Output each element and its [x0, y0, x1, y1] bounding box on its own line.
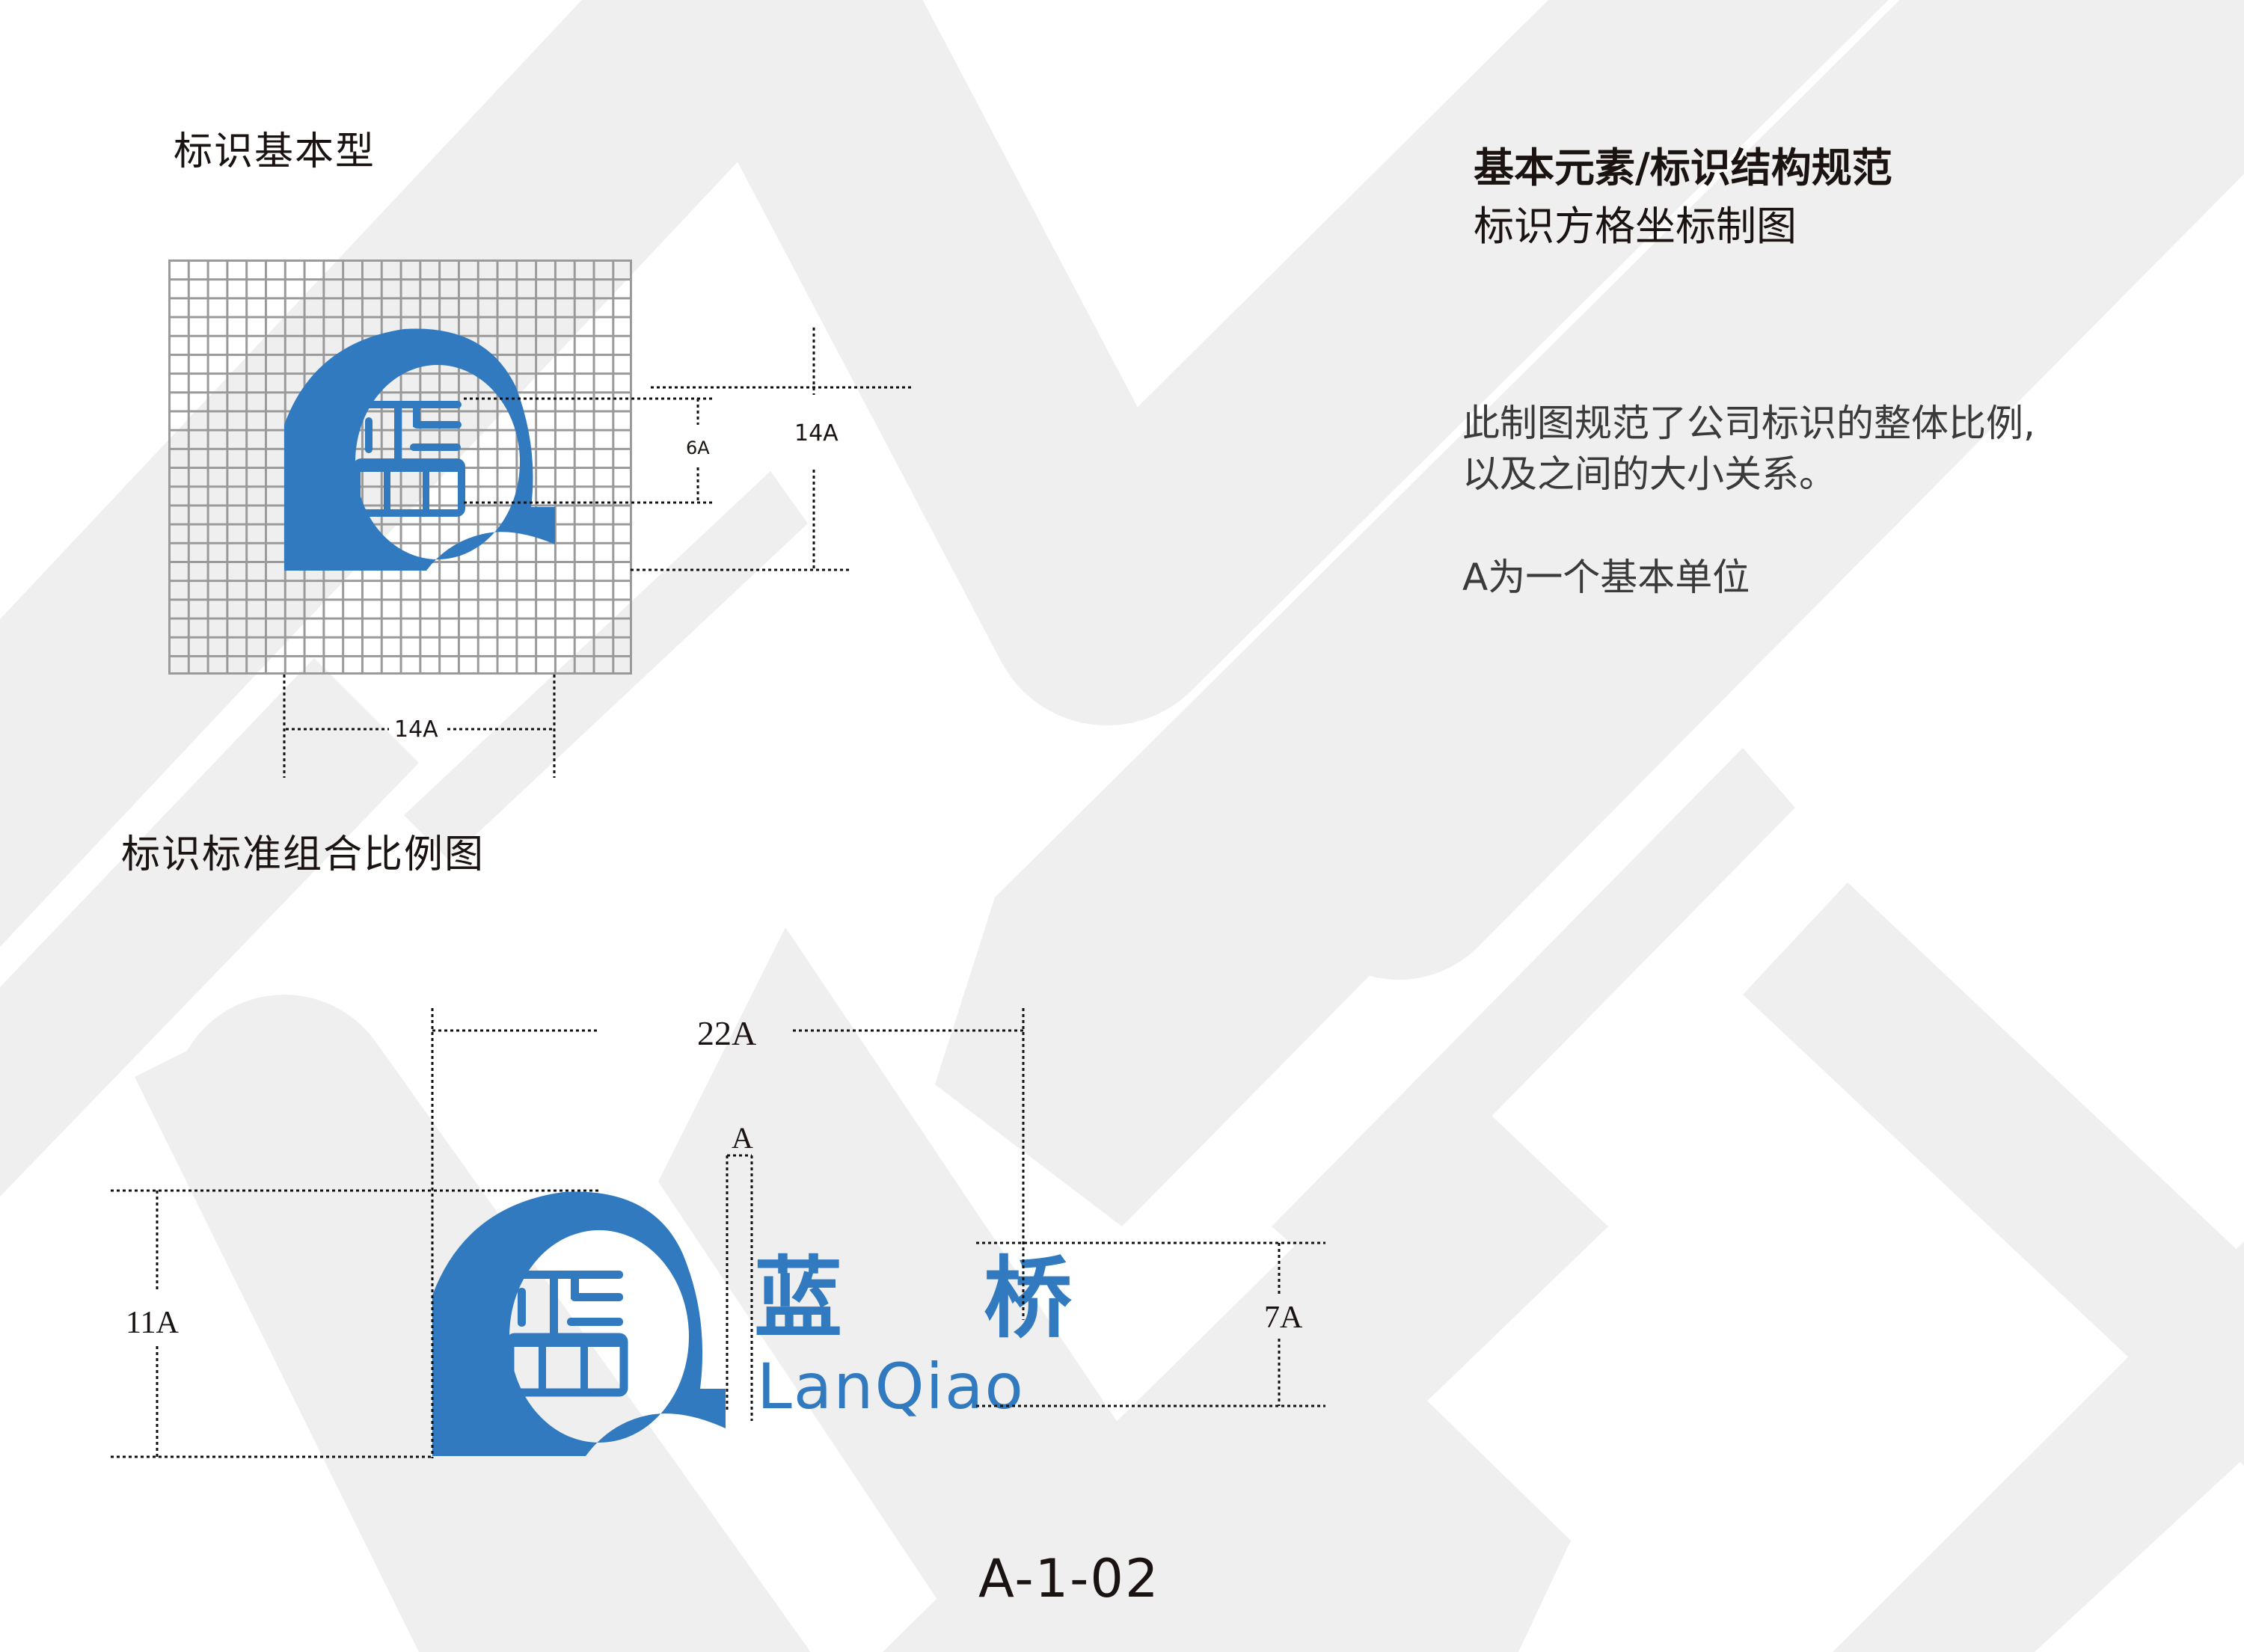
dim-label-gap: A — [732, 1121, 753, 1155]
description-line-2: 以及之间的大小关系。 — [1462, 452, 1836, 496]
page-code: A-1-02 — [978, 1548, 1160, 1609]
dim-label-total-height: 14A — [794, 420, 839, 446]
logo-mark-grid — [284, 328, 555, 571]
page-title: 基本元素/标识结构规范 — [1474, 144, 1892, 191]
description-line-1: 此制图规范了公司标识的整体比例, — [1462, 402, 2035, 445]
dim-label-text-height: 7A — [1264, 1301, 1303, 1335]
dim-label-combination-width: 22A — [697, 1014, 757, 1052]
dim-label-inner-height: 6A — [686, 437, 710, 458]
brand-name-en: LanQiao — [757, 1350, 1025, 1423]
basic-shape-title: 标识基本型 — [174, 129, 376, 174]
dim-label-combination-height: 11A — [126, 1306, 179, 1340]
brand-name-cn: 蓝 桥 — [754, 1247, 1128, 1350]
page-subtitle: 标识方格坐标制图 — [1474, 203, 1797, 250]
combination-title: 标识标准组合比例图 — [121, 832, 485, 877]
dim-label-total-width: 14A — [394, 716, 438, 743]
unit-note: A为一个基本单位 — [1462, 556, 1750, 599]
logo-mark-combination — [432, 1191, 726, 1456]
